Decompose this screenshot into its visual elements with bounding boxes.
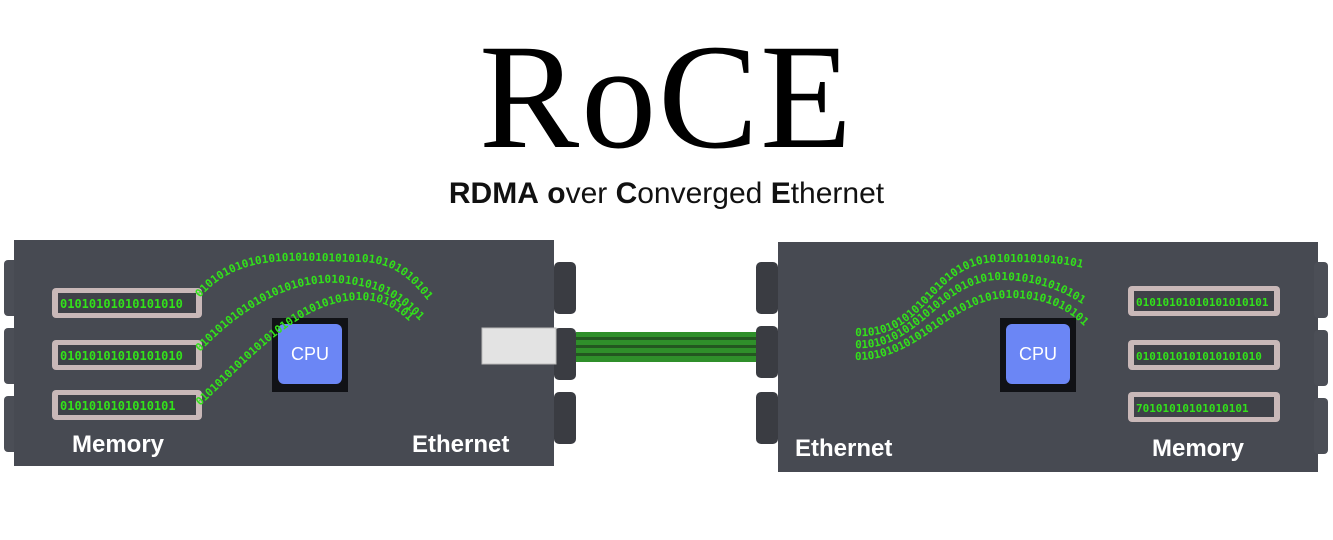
subtitle-part: thernet <box>790 177 885 210</box>
subtitle-part: ver <box>565 177 616 210</box>
left-server: 01010101010101010 01010101010101010 0101… <box>4 240 576 466</box>
memory-bits: 01010101010101010 <box>60 349 183 363</box>
memory-bits: 0101010101010101010 <box>1136 350 1262 363</box>
right-server-port <box>756 262 778 314</box>
left-server-port <box>554 262 576 314</box>
left-server-port <box>554 328 576 380</box>
left-memory-slot: 01010101010101010 <box>52 340 202 370</box>
right-server-port <box>756 392 778 444</box>
right-server-side-port <box>1314 262 1328 318</box>
left-memory-slot: 01010101010101010 <box>52 288 202 318</box>
right-server-port <box>756 326 778 378</box>
ethernet-label: Ethernet <box>412 431 509 458</box>
memory-bits: 01010101010101010101 <box>1136 296 1269 309</box>
cpu-label: CPU <box>1019 344 1057 364</box>
left-memory-slot: 0101010101010101 <box>52 390 202 420</box>
right-memory-slot: 0101010101010101010 <box>1128 340 1280 370</box>
memory-bits: 01010101010101010 <box>60 297 183 311</box>
cpu-label: CPU <box>291 344 329 364</box>
memory-label: Memory <box>72 431 165 458</box>
subtitle-part: o <box>547 177 566 210</box>
subtitle-part: E <box>770 177 791 210</box>
left-cpu-chip: CPU <box>272 318 348 392</box>
right-memory-slot: 70101010101010101 <box>1128 392 1280 422</box>
memory-bits: 0101010101010101 <box>60 399 176 413</box>
memory-bits: 70101010101010101 <box>1136 402 1249 415</box>
right-server-side-port <box>1314 398 1328 454</box>
page-title: RoCE <box>479 14 854 180</box>
right-memory-slot: 01010101010101010101 <box>1128 286 1280 316</box>
right-server: 01010101010101010101 0101010101010101010… <box>756 242 1328 472</box>
right-cpu-chip: CPU <box>1000 318 1076 392</box>
right-server-side-port <box>1314 330 1328 386</box>
page-subtitle: RDMA over Converged Ethernet <box>0 176 1333 212</box>
subtitle-part: onverged <box>637 177 771 210</box>
subtitle-part: C <box>615 177 638 210</box>
ethernet-label: Ethernet <box>795 435 892 462</box>
subtitle-part: RDMA <box>448 177 539 210</box>
cable-connector-left <box>481 327 557 365</box>
memory-label: Memory <box>1152 435 1245 462</box>
left-server-port <box>554 392 576 444</box>
